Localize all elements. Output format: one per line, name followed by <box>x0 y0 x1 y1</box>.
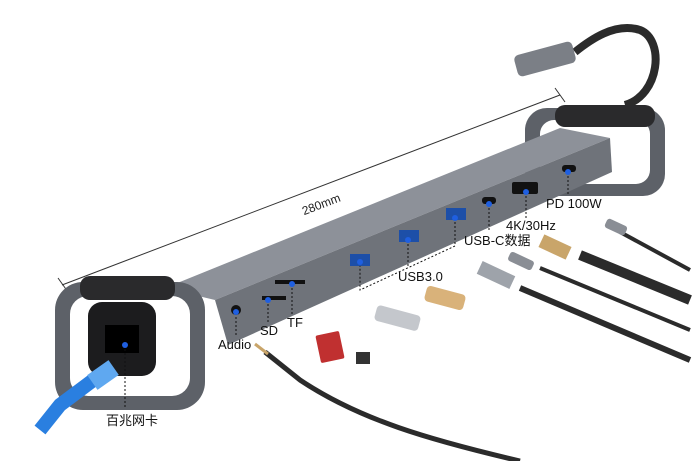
usb-c-plug <box>604 218 628 236</box>
right-cables <box>518 230 692 363</box>
label-usbc: USB-C数据 <box>464 233 531 248</box>
usb-c-plug-2 <box>508 251 534 271</box>
silver-flash-drive <box>374 305 421 331</box>
label-tf: TF <box>287 315 303 330</box>
audio-cable <box>263 350 521 461</box>
hdmi-plug <box>538 234 572 260</box>
label-hdmi: 4K/30Hz <box>506 218 556 233</box>
sd-card <box>315 331 345 363</box>
label-ethernet: 百兆网卡 <box>106 413 159 428</box>
gold-flash-drive <box>424 285 466 311</box>
rj45-plug <box>87 360 119 390</box>
audio-plug <box>254 342 269 356</box>
callout-lines <box>124 172 569 408</box>
label-pd: PD 100W <box>546 196 602 211</box>
ethernet-cable <box>34 369 105 435</box>
tf-card <box>356 352 370 364</box>
usb-c-host-cable <box>572 24 660 109</box>
usb-a-plug <box>476 261 516 289</box>
label-usb3: USB3.0 <box>398 269 443 284</box>
label-sd: SD <box>260 323 279 338</box>
port-dots <box>122 169 571 348</box>
usb-c-host-plug <box>514 41 576 77</box>
label-audio: Audio <box>218 337 252 352</box>
